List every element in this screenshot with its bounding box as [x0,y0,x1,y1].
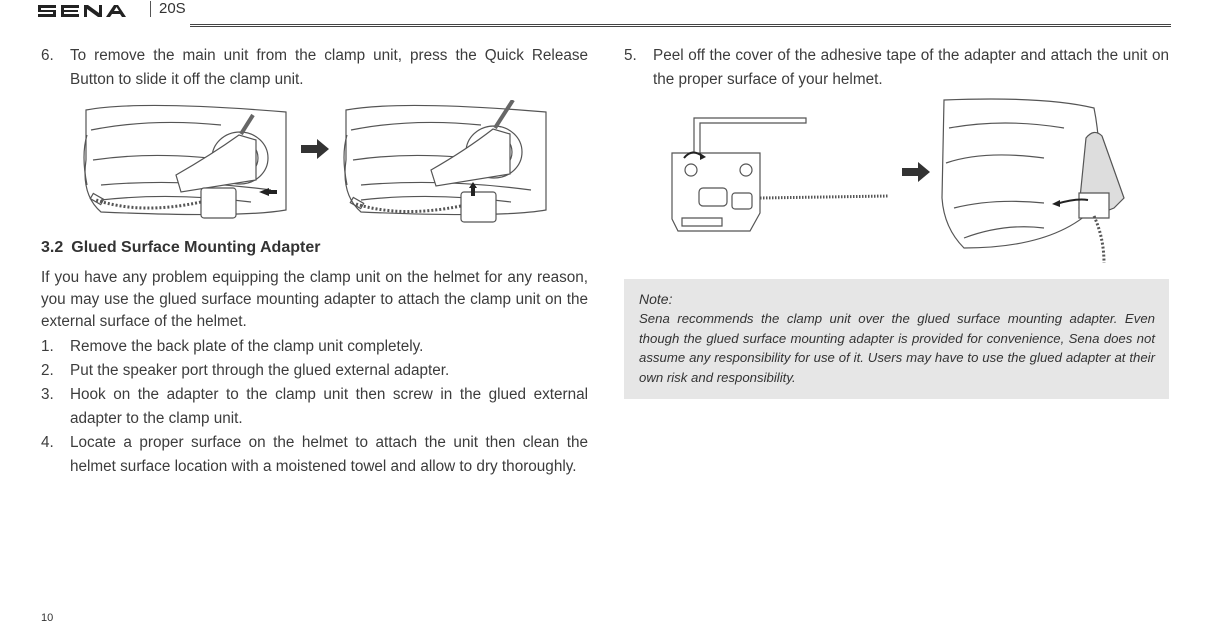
model-name: 20S [150,1,186,17]
step-text: Locate a proper surface on the helmet to… [70,434,588,475]
step-number: 5. [624,47,637,64]
page-number: 10 [41,612,54,624]
step-5: 5. Peel off the cover of the adhesive ta… [624,44,1169,92]
slide-arrow-icon [469,182,477,196]
push-arrow-icon [259,188,277,196]
arrow-right-icon [301,139,329,159]
intro-paragraph: If you have any problem equipping the cl… [41,269,588,330]
header-rule [190,24,1171,25]
step-number: 4. [41,434,54,451]
step-number: 3. [41,386,54,403]
step-text: Put the speaker port through the glued e… [70,362,450,379]
arrow-right-icon [902,162,930,182]
step-text: Remove the back plate of the clamp unit … [70,338,424,355]
section-heading: 3.2 Glued Surface Mounting Adapter [41,239,588,257]
left-column: 6. To remove the main unit from the clam… [41,44,588,479]
clamp-removal-figure [83,100,547,223]
step-number: 2. [41,362,54,379]
step-number: 6. [41,47,54,64]
adapter-attach-figure [671,98,1125,264]
note-box: Note: Sena recommends the clamp unit ove… [624,279,1169,399]
step-text: Hook on the adapter to the clamp unit th… [70,386,588,427]
page-header: 20S [0,0,1211,27]
sena-logo [38,5,126,17]
step-4: 4. Locate a proper surface on the helmet… [41,431,588,479]
step-text: To remove the main unit from the clamp u… [70,47,588,88]
step-number: 1. [41,338,54,355]
steps-list: 1. Remove the back plate of the clamp un… [41,335,588,479]
section-heading-wrap: 3.2 Glued Surface Mounting Adapter [41,239,588,257]
note-body: Sena recommends the clamp unit over the … [639,311,1155,385]
step-text: Peel off the cover of the adhesive tape … [653,47,1169,88]
header-rule [190,26,1171,27]
section-title: Glued Surface Mounting Adapter [71,239,321,256]
step-6: 6. To remove the main unit from the clam… [41,44,588,92]
step-2: 2. Put the speaker port through the glue… [41,359,588,383]
note-title: Note: [639,291,673,307]
step-1: 1. Remove the back plate of the clamp un… [41,335,588,359]
step-3: 3. Hook on the adapter to the clamp unit… [41,383,588,431]
section-number: 3.2 [41,239,64,256]
right-column: 5. Peel off the cover of the adhesive ta… [624,44,1169,268]
